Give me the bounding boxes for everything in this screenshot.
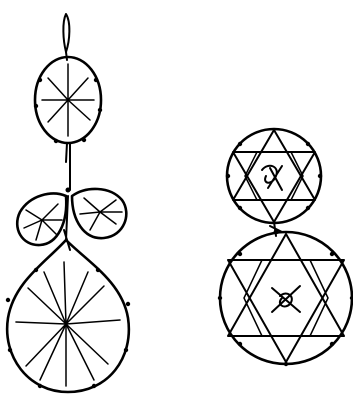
lower-octagon-prongs [218,252,353,366]
lower-octagon-triangle-down [228,260,344,362]
right-pendant [218,129,353,366]
pear-drop-star-burst [16,262,120,386]
pear-drop [7,240,129,392]
lower-octagon-center-mark [272,286,300,312]
upper-oval-star-burst [42,64,94,136]
upper-octagon-triangle-up [233,130,315,200]
top-loop [63,14,69,52]
right-leaf-veins [80,198,122,230]
left-pendant [6,14,130,392]
left-leaf-veins [24,204,62,240]
center-knot [66,188,71,193]
upper-octagon-center-mark [262,166,282,190]
upper-octagon-triangle-down [233,152,315,222]
oval-to-leaves-connector [66,143,70,190]
lower-octagon-triangle-up [228,234,344,336]
